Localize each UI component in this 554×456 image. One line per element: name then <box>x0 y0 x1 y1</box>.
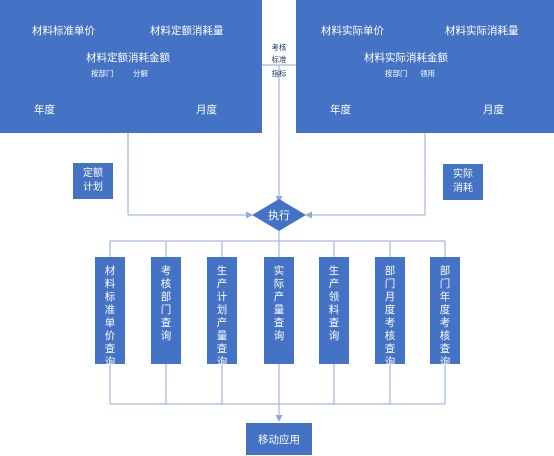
quota-consumption-label: 材料定额消耗量 <box>150 25 224 37</box>
query-standard-unit-price: 材料标准单价查询 <box>95 257 125 368</box>
actual-year-label: 年度 <box>330 104 351 116</box>
by-department-label: 按部门 <box>385 69 408 78</box>
by-department-label: 按部门 <box>91 69 114 78</box>
actual-consumption-label: 材料实际消耗量 <box>445 25 519 37</box>
query-label: 生产计划产量查询 <box>216 265 228 368</box>
quota-plan-box: 定额计划 <box>73 163 113 199</box>
actual-month-label: 月度 <box>483 104 504 116</box>
query-production-material: 生产领料查询 <box>319 257 349 364</box>
actual-consumption-box: 实际消耗 <box>443 164 483 200</box>
actual-amount-label: 材料实际消耗金额 <box>364 52 448 64</box>
query-actual-output: 实际产量查询 <box>264 257 294 364</box>
receive-label: 领用 <box>420 69 435 78</box>
mobile-app-label: 移动应用 <box>258 433 300 446</box>
query-label: 部门年度考核查询 <box>439 265 451 368</box>
split-label: 分解 <box>133 69 148 78</box>
execute-node: 执行 <box>252 199 306 231</box>
quota-amount-label: 材料定额消耗金额 <box>86 52 170 64</box>
quota-plan-text: 定额计划 <box>83 168 103 193</box>
query-label: 考核部门查询 <box>160 265 172 342</box>
execute-diamond <box>252 199 306 231</box>
query-production-plan-output: 生产计划产量查询 <box>207 257 237 368</box>
query-label: 材料标准单价查询 <box>104 265 116 368</box>
actual-panel <box>296 0 554 133</box>
indicator-label: 指标 <box>271 69 287 78</box>
execute-label: 执行 <box>268 209 290 222</box>
standard-label: 标准 <box>271 55 287 64</box>
query-label: 生产领料查询 <box>328 265 340 342</box>
standard-month-label: 月度 <box>196 104 217 116</box>
mobile-app-box: 移动应用 <box>246 423 312 455</box>
query-department-yearly: 部门年度考核查询 <box>430 257 460 368</box>
actual-unit-price-label: 材料实际单价 <box>321 25 384 37</box>
query-label: 部门月度考核查询 <box>384 265 396 368</box>
query-department-monthly: 部门月度考核查询 <box>375 257 405 368</box>
standard-panel <box>0 0 262 133</box>
query-label: 实际产量查询 <box>273 265 285 342</box>
standard-unit-price-label: 材料标准单价 <box>32 25 95 37</box>
standard-year-label: 年度 <box>34 104 55 116</box>
actual-consumption-text: 实际消耗 <box>453 169 473 194</box>
query-assessment-department: 考核部门查询 <box>151 257 181 364</box>
assessment-label: 考核 <box>271 43 287 52</box>
